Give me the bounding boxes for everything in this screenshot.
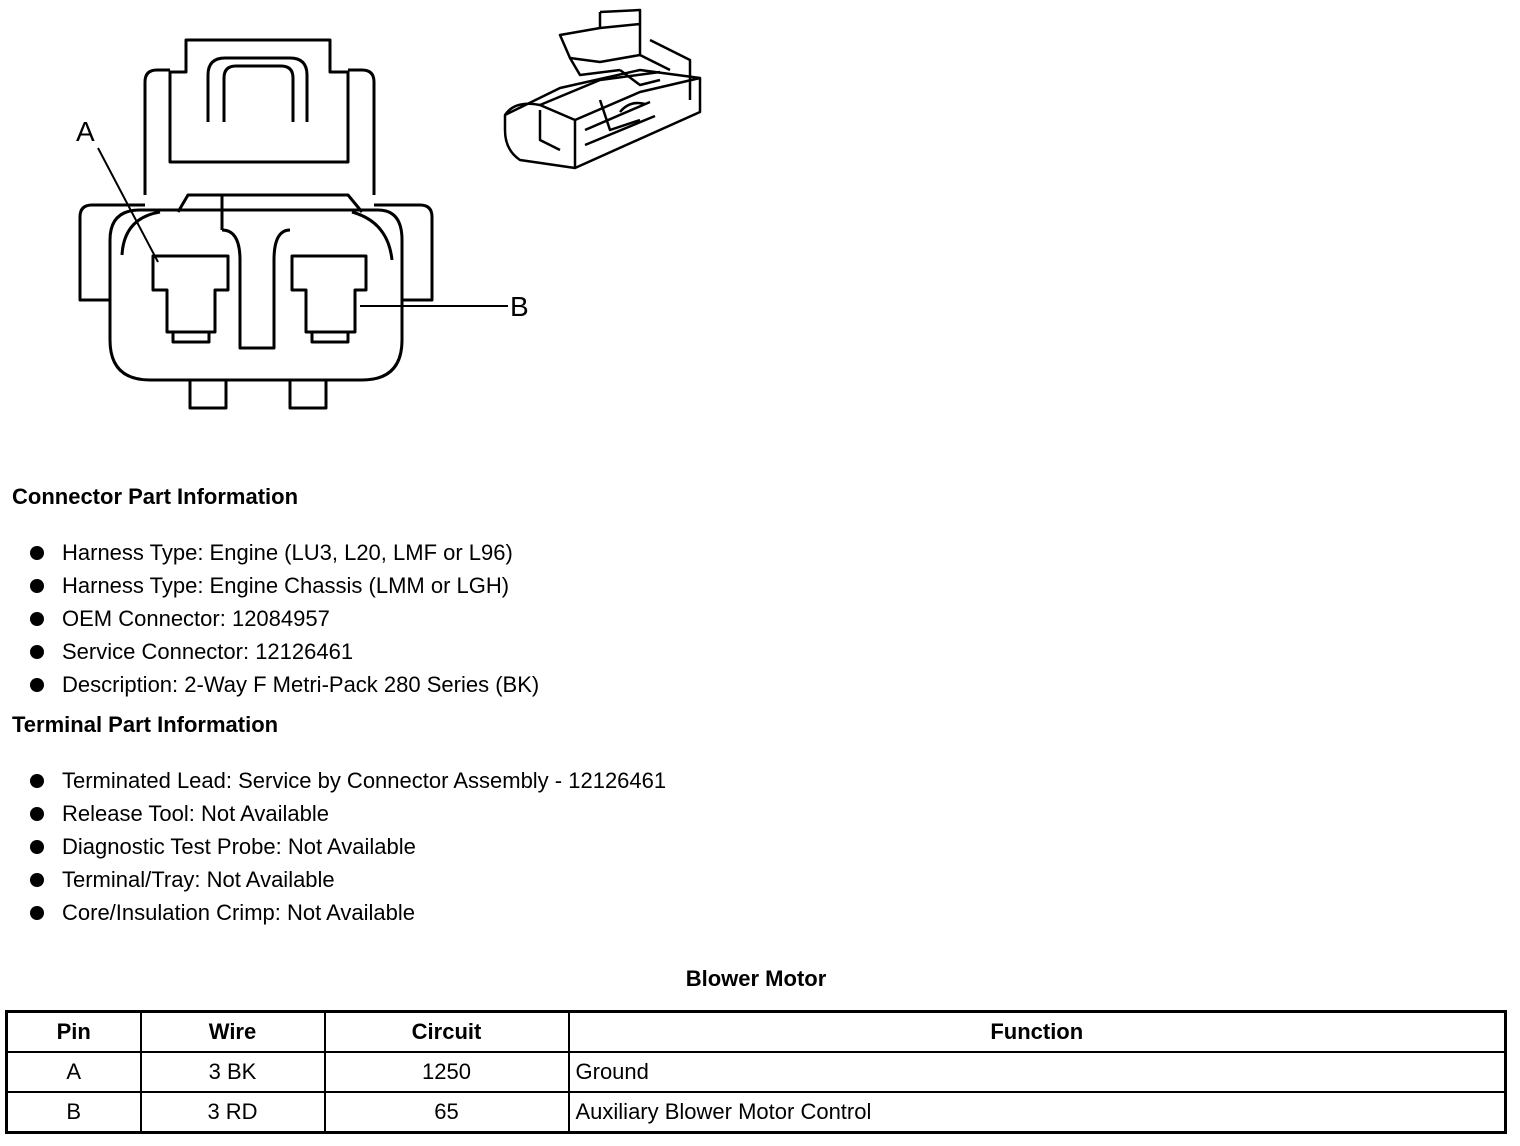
- list-item: Release Tool: Not Available: [28, 797, 666, 830]
- bullet-icon: [30, 546, 44, 560]
- list-item: Harness Type: Engine Chassis (LMM or LGH…: [28, 569, 539, 602]
- circuit-cell: 65: [323, 1091, 570, 1134]
- list-item: Harness Type: Engine (LU3, L20, LMF or L…: [28, 536, 539, 569]
- wire-cell: 3 RD: [139, 1091, 326, 1134]
- column-header-wire: Wire: [139, 1010, 326, 1053]
- function-cell: Ground: [567, 1051, 1507, 1093]
- table-row: B 3 RD 65 Auxiliary Blower Motor Control: [5, 1091, 1507, 1134]
- bullet-icon: [30, 873, 44, 887]
- column-header-circuit: Circuit: [323, 1010, 570, 1053]
- pin-b-callout: B: [510, 291, 529, 322]
- list-item: Core/Insulation Crimp: Not Available: [28, 896, 666, 929]
- terminal-part-info-list: Terminated Lead: Service by Connector As…: [28, 764, 666, 929]
- bullet-icon: [30, 906, 44, 920]
- pinout-table: Pin Wire Circuit Function A 3 BK 1250 Gr…: [5, 1010, 1507, 1134]
- bullet-icon: [30, 840, 44, 854]
- pin-a-callout: A: [76, 116, 95, 147]
- bullet-icon: [30, 807, 44, 821]
- bullet-icon: [30, 645, 44, 659]
- connector-face-view: [78, 38, 508, 410]
- bullet-icon: [30, 612, 44, 626]
- list-item: Diagnostic Test Probe: Not Available: [28, 830, 666, 863]
- connector-part-info-list: Harness Type: Engine (LU3, L20, LMF or L…: [28, 536, 539, 701]
- list-item: OEM Connector: 12084957: [28, 602, 539, 635]
- terminal-part-info-heading: Terminal Part Information: [12, 712, 279, 737]
- column-header-function: Function: [567, 1010, 1507, 1053]
- connector-isometric-view: [503, 8, 702, 170]
- bullet-icon: [30, 774, 44, 788]
- list-item: Terminal/Tray: Not Available: [28, 863, 666, 896]
- circuit-cell: 1250: [323, 1051, 570, 1093]
- list-item: Description: 2-Way F Metri-Pack 280 Seri…: [28, 668, 539, 701]
- list-item: Service Connector: 12126461: [28, 635, 539, 668]
- table-row: A 3 BK 1250 Ground: [5, 1051, 1507, 1093]
- wire-cell: 3 BK: [139, 1051, 326, 1093]
- column-header-pin: Pin: [5, 1010, 142, 1053]
- pin-cell: A: [5, 1051, 142, 1093]
- function-cell: Auxiliary Blower Motor Control: [567, 1091, 1507, 1134]
- pin-cell: B: [5, 1091, 142, 1134]
- connector-part-info-heading: Connector Part Information: [12, 484, 299, 509]
- connector-diagram: A B: [76, 8, 702, 410]
- table-header-row: Pin Wire Circuit Function: [5, 1010, 1507, 1053]
- bullet-icon: [30, 579, 44, 593]
- table-title: Blower Motor: [685, 966, 827, 991]
- list-item: Terminated Lead: Service by Connector As…: [28, 764, 666, 797]
- bullet-icon: [30, 678, 44, 692]
